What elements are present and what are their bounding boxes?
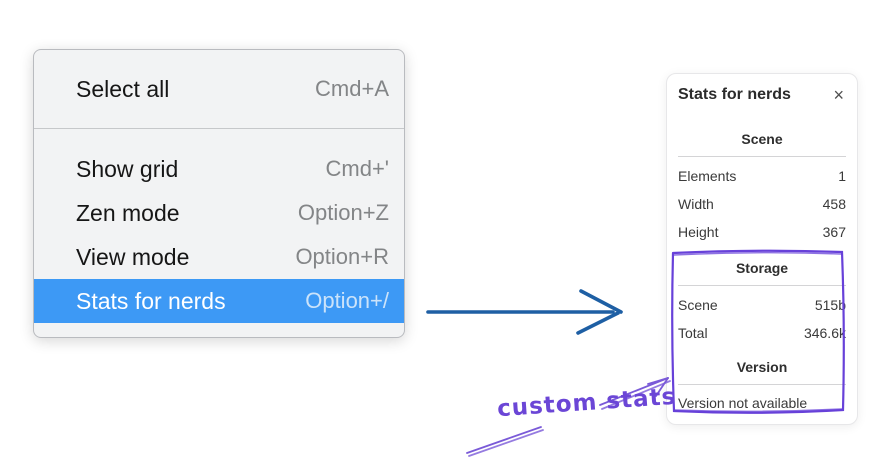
- stat-row-elements: Elements 1: [678, 167, 846, 185]
- menu-item-shortcut: Cmd+': [325, 156, 390, 181]
- stat-value: 458: [822, 196, 846, 212]
- stat-label: Total: [678, 325, 708, 341]
- menu-item-shortcut: Option+Z: [297, 200, 389, 225]
- version-note: Version not available: [678, 395, 808, 411]
- stats-section-scene: Scene Elements 1 Width 458 Height 367: [678, 130, 846, 241]
- close-icon[interactable]: ×: [833, 85, 844, 105]
- stat-row-scene-storage: Scene 515b: [678, 296, 846, 314]
- stat-label: Scene: [678, 297, 718, 313]
- stat-value: 515b: [814, 297, 846, 313]
- stat-value: 346.6k: [803, 325, 846, 341]
- stat-value: 367: [822, 224, 846, 240]
- stat-label: Elements: [678, 168, 737, 184]
- menu-item-label: View mode: [76, 243, 190, 270]
- section-heading: Scene: [741, 131, 783, 147]
- menu-item-view-mode[interactable]: View mode Option+R: [34, 235, 404, 279]
- stat-label: Width: [678, 196, 714, 212]
- menu-item-label: Stats for nerds: [76, 287, 226, 314]
- stat-label: Height: [678, 224, 719, 240]
- section-heading: Storage: [735, 260, 789, 276]
- stats-panel-header: Stats for nerds ×: [678, 86, 846, 104]
- menu-item-select-all[interactable]: Select all Cmd+A: [34, 67, 404, 111]
- menu-item-show-grid[interactable]: Show grid Cmd+': [34, 147, 404, 191]
- menu-item-label: Zen mode: [76, 199, 180, 226]
- menu-item-shortcut: Cmd+A: [315, 76, 389, 101]
- menu-item-shortcut: Option+R: [295, 244, 389, 269]
- menu-item-shortcut: Option+/: [305, 288, 389, 313]
- menu-item-stats-for-nerds[interactable]: Stats for nerds Option+/: [34, 279, 404, 323]
- context-menu: Select all Cmd+A Show grid Cmd+' Zen mod…: [33, 49, 405, 338]
- stat-row-width: Width 458: [678, 195, 846, 213]
- stat-row-total-storage: Total 346.6k: [678, 324, 846, 342]
- stat-row-height: Height 367: [678, 223, 846, 241]
- section-underline: [678, 285, 846, 286]
- menu-item-label: Select all: [76, 75, 170, 102]
- custom-stats-annotation: custom stats: [496, 383, 678, 423]
- section-underline: [678, 156, 846, 157]
- menu-item-label: Show grid: [76, 155, 179, 182]
- stat-value: 1: [838, 168, 846, 184]
- stats-section-storage: Storage Scene 515b Total 346.6k: [678, 259, 846, 342]
- menu-divider: [34, 128, 404, 129]
- section-heading: Version: [736, 359, 788, 375]
- stats-section-version: Version Version not available: [678, 358, 846, 412]
- section-underline: [678, 384, 846, 385]
- menu-item-zen-mode[interactable]: Zen mode Option+Z: [34, 191, 404, 235]
- menu-to-panel-arrow-icon: [426, 289, 623, 335]
- stats-panel-title: Stats for nerds: [678, 86, 791, 103]
- stats-panel: Stats for nerds × Scene Elements 1 Width…: [666, 73, 858, 425]
